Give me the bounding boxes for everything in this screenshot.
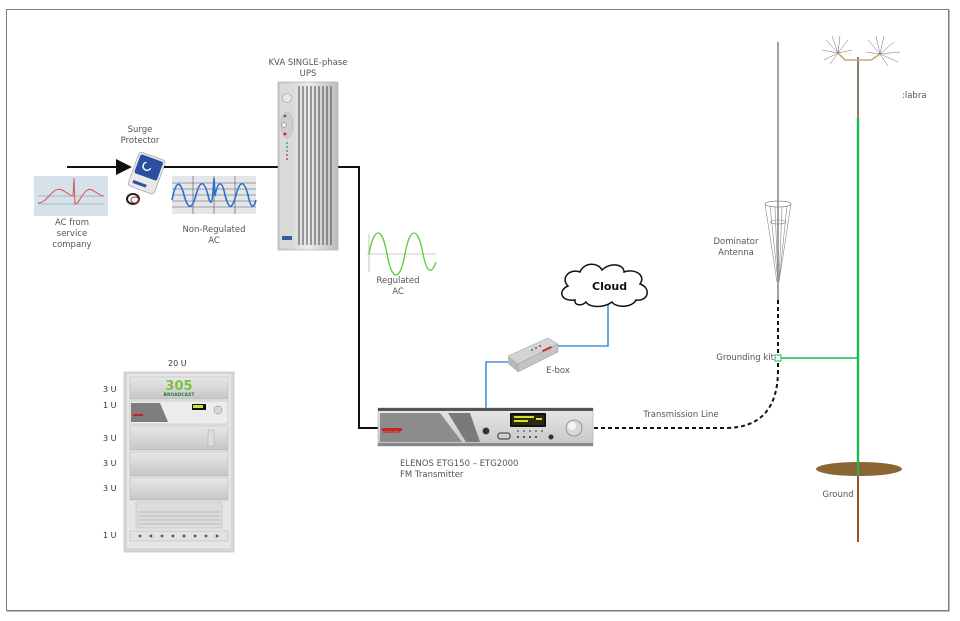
rack-unit-label: 3 U	[103, 484, 117, 493]
ac-source-label: AC from service company	[52, 218, 92, 250]
regulated-ac-wave-icon	[367, 232, 437, 276]
ac-source-wave-icon	[34, 176, 108, 216]
rack-unit-label: 1 U	[103, 401, 117, 410]
network-line-cloud	[556, 302, 609, 347]
grounding-kit-label: Grounding kit	[716, 353, 774, 363]
regulated-ac-label: Regulated AC	[376, 276, 420, 297]
transmission-line-label: Transmission Line	[643, 410, 719, 420]
network-line-transmitter	[485, 361, 510, 408]
dominator-antenna	[764, 42, 792, 300]
ups-label: KVA SINGLE-phase UPS	[268, 58, 348, 79]
rack-unit-label: 1 U	[103, 531, 117, 540]
rack-brand-sub: BROADCAST	[164, 392, 196, 398]
non-regulated-ac-wave-icon	[171, 176, 257, 214]
surge-protector-label: Surge Protector	[120, 125, 160, 146]
ground-label: Ground	[822, 490, 854, 500]
transmitter-label: ELENOS ETG150 – ETG2000 FM Transmitter	[400, 459, 519, 480]
candelabra-label: :labra	[902, 91, 927, 101]
dominator-antenna-label: Dominator Antenna	[713, 237, 759, 258]
rack-total-label: 20 U	[168, 359, 187, 368]
grounding-kit-clamp	[774, 354, 782, 362]
transmission-line-cable	[594, 300, 779, 429]
ebox-device	[507, 337, 559, 373]
transmitter-brand: ELENOS	[383, 429, 401, 434]
surge-cable-icon	[126, 193, 140, 205]
ups-device	[277, 81, 339, 251]
cloud-label: Cloud	[592, 280, 628, 293]
fm-transmitter-device	[377, 407, 594, 447]
power-line-regulated	[338, 166, 380, 429]
rack-unit-label: 3 U	[103, 434, 117, 443]
equipment-rack	[123, 371, 235, 553]
rack-brand-logo: 305	[165, 379, 192, 394]
candelabra-tower	[821, 35, 901, 118]
ebox-label: E-box	[546, 366, 570, 376]
rack-unit-label: 3 U	[103, 385, 117, 394]
rack-unit-label: 3 U	[103, 459, 117, 468]
surge-protector-device	[127, 151, 166, 195]
non-regulated-ac-label: Non-Regulated AC	[182, 225, 246, 246]
cloud-icon	[561, 263, 648, 308]
